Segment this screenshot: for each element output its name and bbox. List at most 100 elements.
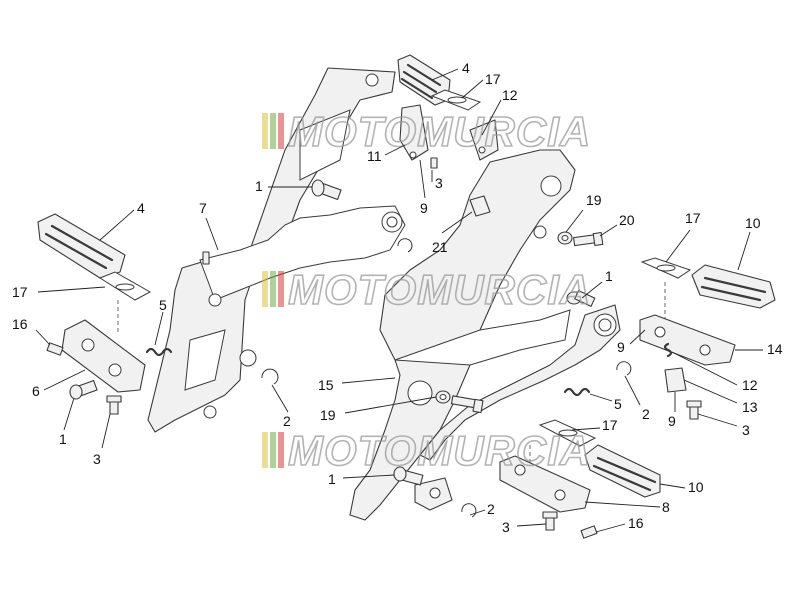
svg-text:17: 17 bbox=[12, 284, 28, 300]
circlip-2-right bbox=[616, 361, 632, 376]
footpeg-base-left bbox=[61, 319, 146, 393]
svg-text:6: 6 bbox=[32, 383, 40, 399]
footpeg-pad-17-right-upper bbox=[640, 257, 692, 279]
svg-text:8: 8 bbox=[662, 499, 670, 515]
svg-text:19: 19 bbox=[320, 407, 336, 423]
watermark-top: MOTOMURCIA bbox=[262, 107, 591, 156]
callout-3-right-upper: 3 bbox=[697, 413, 750, 438]
callout-10-upper: 10 bbox=[737, 215, 761, 271]
callout-1-upper: 1 bbox=[255, 178, 312, 194]
svg-text:1: 1 bbox=[605, 268, 613, 284]
spring-5-center bbox=[563, 387, 591, 397]
circlip-2-lower bbox=[461, 503, 477, 518]
callout-17-right-upper: 17 bbox=[665, 210, 701, 263]
callout-10-lower: 10 bbox=[659, 479, 704, 495]
svg-text:MOTOMURCIA: MOTOMURCIA bbox=[288, 427, 591, 474]
svg-text:12: 12 bbox=[502, 87, 518, 103]
callout-6: 6 bbox=[32, 369, 86, 399]
pivot-pin-1-upper bbox=[311, 179, 342, 201]
footpeg-pad-17-lower bbox=[538, 419, 597, 447]
callout-19-lower: 19 bbox=[320, 396, 437, 423]
bracket-12-top bbox=[399, 104, 499, 161]
svg-text:13: 13 bbox=[742, 399, 758, 415]
callout-7: 7 bbox=[199, 200, 219, 251]
callout-1-left: 1 bbox=[59, 397, 75, 447]
callout-17-lower: 17 bbox=[571, 417, 618, 433]
svg-text:10: 10 bbox=[688, 479, 704, 495]
callout-12-top: 12 bbox=[481, 87, 518, 136]
callout-17-left: 17 bbox=[12, 284, 106, 300]
callout-8: 8 bbox=[584, 499, 670, 515]
svg-text:20: 20 bbox=[619, 212, 635, 228]
callout-20: 20 bbox=[599, 212, 635, 237]
callout-13: 13 bbox=[683, 379, 758, 415]
callout-3-top: 3 bbox=[431, 170, 443, 191]
bolt-20 bbox=[573, 231, 604, 247]
footpeg-pad-17-top bbox=[430, 89, 482, 111]
bracket-13-right bbox=[664, 367, 687, 393]
svg-text:2: 2 bbox=[642, 406, 650, 422]
svg-text:15: 15 bbox=[318, 377, 334, 393]
svg-text:17: 17 bbox=[685, 210, 701, 226]
svg-text:10: 10 bbox=[745, 215, 761, 231]
callout-12-right: 12 bbox=[671, 351, 758, 393]
svg-text:11: 11 bbox=[367, 148, 382, 164]
callout-2-left: 2 bbox=[271, 384, 291, 429]
svg-text:9: 9 bbox=[617, 339, 625, 355]
callout-1-right: 1 bbox=[581, 268, 613, 299]
svg-text:2: 2 bbox=[487, 501, 495, 517]
callout-16-left: 16 bbox=[12, 316, 51, 346]
watermark-bottom: MOTOMURCIA bbox=[262, 426, 591, 475]
svg-text:1: 1 bbox=[328, 471, 336, 487]
svg-text:MOTOMURCIA: MOTOMURCIA bbox=[288, 266, 591, 313]
footpeg-rubber-top bbox=[397, 54, 451, 106]
left-frame-bracket bbox=[147, 67, 406, 433]
bolt-3-right-upper bbox=[686, 400, 702, 420]
svg-text:14: 14 bbox=[767, 341, 783, 357]
footpeg-pad-17-left bbox=[98, 271, 152, 301]
callout-9-top: 9 bbox=[419, 159, 428, 216]
center-footpeg-arm bbox=[414, 304, 621, 511]
svg-text:21: 21 bbox=[432, 239, 448, 255]
callout-9-right-lower: 9 bbox=[668, 392, 676, 429]
svg-text:5: 5 bbox=[159, 297, 167, 313]
callout-11: 11 bbox=[367, 144, 406, 164]
footpeg-base-8 bbox=[499, 455, 591, 513]
callout-3-left: 3 bbox=[93, 413, 111, 467]
svg-text:4: 4 bbox=[462, 60, 470, 76]
footpeg-rubber-left bbox=[37, 213, 126, 279]
pivot-pin-1-left bbox=[69, 379, 98, 400]
svg-text:3: 3 bbox=[502, 519, 510, 535]
svg-text:5: 5 bbox=[614, 396, 622, 412]
washer-19-upper bbox=[557, 231, 573, 245]
pivot-pin-1-right bbox=[566, 290, 596, 307]
callout-9-right: 9 bbox=[617, 329, 646, 355]
circlip-2-upper bbox=[397, 238, 413, 253]
callout-2-right: 2 bbox=[624, 375, 650, 422]
svg-text:3: 3 bbox=[93, 451, 101, 467]
svg-text:9: 9 bbox=[668, 413, 676, 429]
nut-21 bbox=[469, 195, 491, 217]
svg-text:12: 12 bbox=[742, 377, 758, 393]
svg-text:2: 2 bbox=[283, 413, 291, 429]
callout-15: 15 bbox=[318, 377, 396, 393]
svg-text:9: 9 bbox=[420, 200, 428, 216]
svg-text:19: 19 bbox=[586, 192, 602, 208]
washer-19-lower bbox=[435, 390, 451, 404]
svg-text:MOTOMURCIA: MOTOMURCIA bbox=[288, 108, 591, 155]
svg-text:3: 3 bbox=[435, 175, 443, 191]
callout-3-lower: 3 bbox=[502, 519, 547, 535]
callout-4-top: 4 bbox=[431, 60, 470, 81]
callout-16-lower: 16 bbox=[595, 515, 644, 533]
svg-text:7: 7 bbox=[199, 200, 207, 216]
spring-5-left bbox=[145, 347, 173, 357]
bolt-19-lower bbox=[450, 395, 484, 414]
callout-19-upper: 19 bbox=[565, 192, 602, 233]
circlip-2-left bbox=[261, 368, 279, 385]
callout-14: 14 bbox=[735, 341, 783, 357]
callout-21: 21 bbox=[432, 211, 473, 255]
footpeg-rubber-10-lower bbox=[584, 444, 661, 498]
svg-text:17: 17 bbox=[485, 71, 501, 87]
bolt-3-left bbox=[106, 395, 122, 415]
